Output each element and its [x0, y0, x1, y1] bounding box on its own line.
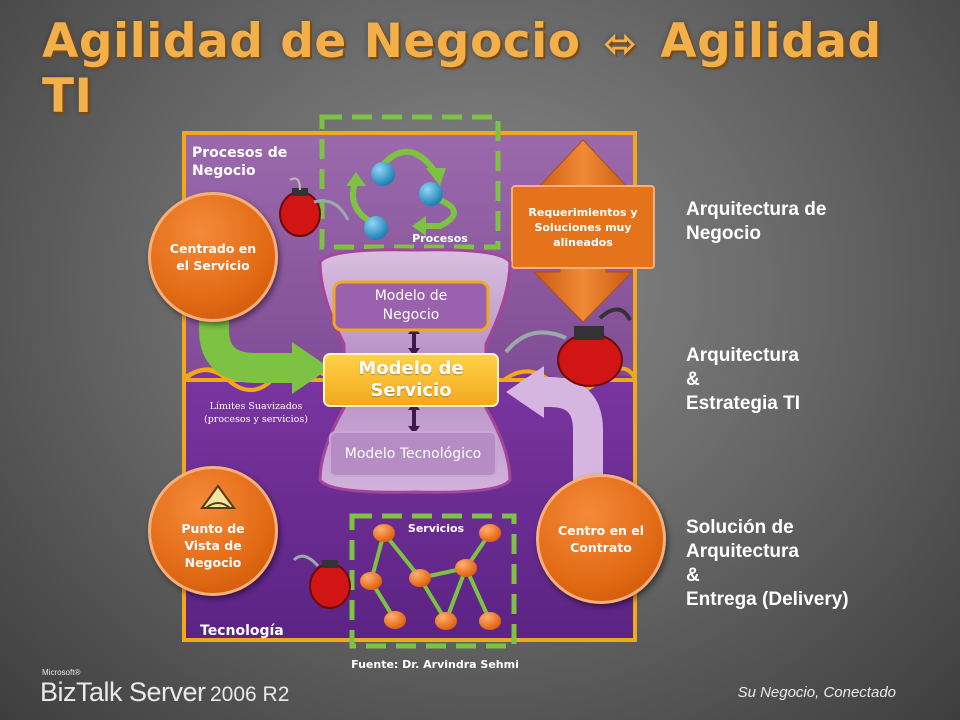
product-name: BizTalk Server [40, 677, 206, 707]
bidirectional-arrow-icon: ⬄ [603, 21, 638, 67]
service-graph-nodes [360, 524, 501, 630]
contract-centered-circle: Centro en el Contrato [536, 474, 666, 604]
process-node [364, 216, 388, 240]
process-node [371, 162, 395, 186]
business-architecture-label: Arquitectura de Negocio [686, 199, 827, 244]
process-cycle-arrow-right [424, 197, 457, 229]
service-model-label: Modelo de Servicio [358, 358, 464, 401]
solution-architecture-label: Solución de Arquitectura & Entrega (Deli… [686, 517, 849, 610]
oil-can-icon [504, 307, 632, 387]
business-model-box [332, 280, 490, 332]
business-viewpoint-label: Punto de Vista de Negocio [181, 521, 245, 570]
oil-can-icon [279, 177, 350, 237]
processes-dashed-box [319, 114, 501, 250]
business-processes-label: Procesos de Negocio [192, 145, 288, 179]
microsoft-wordmark: Microsoft® [42, 668, 81, 677]
service-model-box [323, 353, 499, 407]
process-arrowhead-right [412, 216, 426, 236]
product-version: 2006 R2 [210, 683, 290, 706]
it-architecture-label: Arquitectura & Estrategia TI [686, 345, 801, 414]
requirements-box [511, 185, 655, 269]
green-curved-arrow [199, 302, 296, 383]
process-arrowhead-left [346, 172, 366, 186]
service-centered-label: Centrado en el Servicio [169, 241, 257, 273]
tagline: Su Negocio, Conectado [737, 684, 896, 701]
technology-label: Tecnología [200, 623, 284, 639]
slide-title: Agilidad de Negocio ⬄ Agilidad TI [42, 14, 922, 124]
eye-perspective-icon [200, 484, 236, 509]
lavender-arrowhead [506, 366, 544, 418]
source-caption: Fuente: Dr. Arvindra Sehmi [351, 658, 519, 671]
connector-arrowhead [408, 348, 420, 356]
business-model-label: Modelo de Negocio [374, 288, 448, 323]
green-arrowhead [292, 342, 330, 394]
title-business-agility: Agilidad de Negocio [42, 14, 581, 69]
requirements-text: Requerimientos y Soluciones muy alineado… [528, 205, 638, 249]
oil-can-icon [292, 554, 351, 609]
tech-model-box [329, 431, 497, 477]
soft-limits-label: Límites Suavizados (procesos y servicios… [204, 401, 308, 425]
contract-centered-label: Centro en el Contrato [557, 523, 645, 555]
tech-model-label: Modelo Tecnológico [344, 445, 482, 462]
process-arrowhead-top [426, 168, 446, 186]
services-label: Servicios [407, 522, 465, 535]
lavender-curved-arrow [540, 377, 603, 490]
services-dashed-box [349, 513, 517, 649]
service-centered-circle: Centrado en el Servicio [148, 192, 278, 322]
title-it-agility: Agilidad TI [42, 14, 882, 124]
biztalk-logo: Microsoft® BizTalk Server 2006 R2 [40, 668, 289, 708]
connector-arrowhead [408, 426, 420, 434]
processes-label: Procesos [412, 232, 468, 245]
business-viewpoint-circle: Punto de Vista de Negocio [148, 466, 278, 596]
process-node [419, 182, 443, 206]
